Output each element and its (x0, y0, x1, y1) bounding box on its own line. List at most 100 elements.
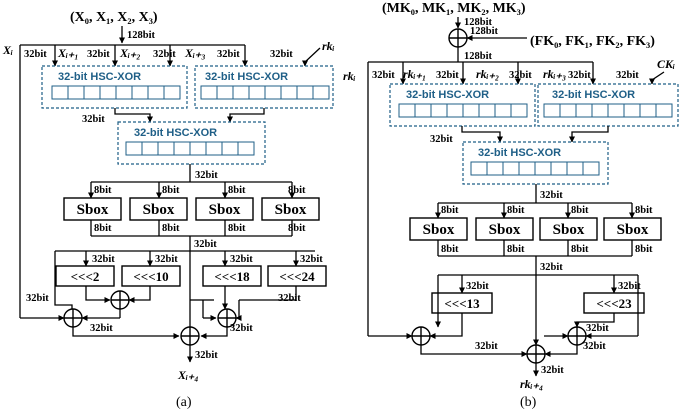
fk-tuple-label: (FK₀, FK₁, FK₂, FK₃) (530, 34, 655, 49)
width-label: 32bit (194, 239, 217, 250)
sbox-label: Sbox (209, 202, 241, 218)
width-label: 32bit (24, 49, 47, 60)
xi1-label: Xᵢ₊₁ (57, 46, 79, 60)
output-label: Xᵢ₊₄ (177, 368, 199, 382)
rki3-label: rkᵢ₊₃ (543, 67, 566, 81)
width-label: 8bit (228, 185, 246, 196)
width-label: 32bit (195, 170, 218, 181)
hsc-xor-title: 32-bit HSC-XOR (134, 127, 217, 139)
width-label: 32bit (300, 254, 323, 265)
width-label: 32bit (618, 281, 641, 292)
width-label: 8bit (571, 244, 589, 255)
width-label: 32bit (509, 70, 532, 81)
width-label: 32bit (270, 49, 293, 60)
width-label: 8bit (507, 244, 525, 255)
width-label: 128bit (127, 30, 156, 41)
width-label: 32bit (230, 323, 253, 334)
rki-label: rkᵢ (343, 69, 356, 83)
diagram-b: (MK₀, MK₁, MK₂, MK₃) 128bit 128bit (FK₀,… (343, 1, 679, 410)
sbox (63, 197, 122, 221)
rotate-box (121, 265, 181, 287)
rotate-box (202, 265, 262, 287)
width-label: 32bit (82, 114, 105, 125)
width-label: 32bit (90, 323, 113, 334)
sbox-label: Sbox (489, 222, 521, 238)
diagram-a: (X₀, X₁, X₂, X₃) 128bit Xᵢ 32bit Xᵢ₊₁ 32… (2, 10, 335, 410)
sbox-label: Sbox (617, 222, 649, 238)
width-label: 32bit (466, 281, 489, 292)
rotate-label: <<<10 (133, 269, 168, 284)
xor-icon (448, 28, 468, 48)
width-label: 128bit (464, 51, 493, 62)
width-label: 32bit (540, 190, 563, 201)
width-label: 32bit (430, 134, 453, 145)
xor-icon (526, 344, 546, 364)
width-label: 32bit (586, 323, 609, 334)
width-label: 8bit (94, 185, 112, 196)
width-label: 8bit (571, 205, 589, 216)
width-label: 8bit (162, 185, 180, 196)
output-label: rkᵢ₊₄ (520, 377, 543, 391)
width-label: 8bit (162, 223, 180, 234)
sbox-label: Sbox (143, 202, 175, 218)
rki1-label: rkᵢ₊₁ (403, 67, 426, 81)
width-label: 8bit (635, 244, 653, 255)
cki-label: CKᵢ (657, 57, 675, 71)
width-label: 8bit (228, 223, 246, 234)
input-tuple-label: (X₀, X₁, X₂, X₃) (70, 10, 158, 25)
hsc-xor-title: 32-bit HSC-XOR (58, 71, 141, 83)
width-label: 8bit (288, 223, 306, 234)
xi3-label: Xᵢ₊₃ (184, 46, 206, 60)
width-label: 32bit (92, 254, 115, 265)
rki-label: rkᵢ (322, 39, 335, 53)
width-label: 8bit (441, 205, 459, 216)
width-label: 32bit (195, 350, 218, 361)
width-label: 32bit (155, 254, 178, 265)
width-label: 32bit (372, 70, 395, 81)
hsc-xor-title: 32-bit HSC-XOR (406, 89, 489, 101)
width-label: 32bit (616, 70, 639, 81)
width-label: 8bit (288, 185, 306, 196)
rotate-label: <<<13 (444, 296, 480, 311)
width-label: 128bit (470, 26, 499, 37)
width-label: 32bit (475, 341, 498, 352)
width-label: 8bit (507, 205, 525, 216)
sbox (261, 197, 320, 221)
xor-icon (411, 326, 431, 346)
xi2-label: Xᵢ₊₂ (119, 46, 141, 60)
rki2-label: rkᵢ₊₂ (476, 67, 499, 81)
width-label: 32bit (583, 341, 606, 352)
sbox-label: Sbox (553, 222, 585, 238)
width-label: 32bit (217, 49, 240, 60)
xor-icon (110, 290, 130, 310)
width-label: 32bit (278, 293, 301, 304)
hsc-xor-title: 32-bit HSC-XOR (205, 71, 288, 83)
mk-tuple-label: (MK₀, MK₁, MK₂, MK₃) (382, 1, 526, 16)
sbox-label: Sbox (77, 202, 109, 218)
xor-icon (180, 326, 200, 346)
width-label: 8bit (441, 244, 459, 255)
width-label: 32bit (87, 49, 110, 60)
rotate-label: <<<2 (71, 269, 100, 284)
xor-icon (63, 308, 83, 328)
width-label: 32bit (541, 365, 564, 376)
width-label: 32bit (153, 49, 176, 60)
hsc-xor-title: 32-bit HSC-XOR (552, 89, 635, 101)
sbox-label: Sbox (423, 222, 455, 238)
rotate-label: <<<24 (279, 269, 315, 284)
width-label: 32bit (436, 70, 459, 81)
width-label: 32bit (230, 254, 253, 265)
sbox-label: Sbox (275, 202, 307, 218)
xi-label: Xᵢ (2, 43, 13, 57)
rotate-box (55, 265, 115, 287)
caption-a: (a) (176, 395, 192, 410)
width-label: 32bit (540, 262, 563, 273)
width-label: 32bit (26, 293, 49, 304)
rotate-box (267, 265, 327, 287)
width-label: 32bit (568, 70, 591, 81)
rotate-label: <<<23 (596, 296, 632, 311)
caption-b: (b) (520, 395, 537, 410)
width-label: 128bit (464, 17, 493, 28)
rotate-label: <<<18 (214, 269, 250, 284)
